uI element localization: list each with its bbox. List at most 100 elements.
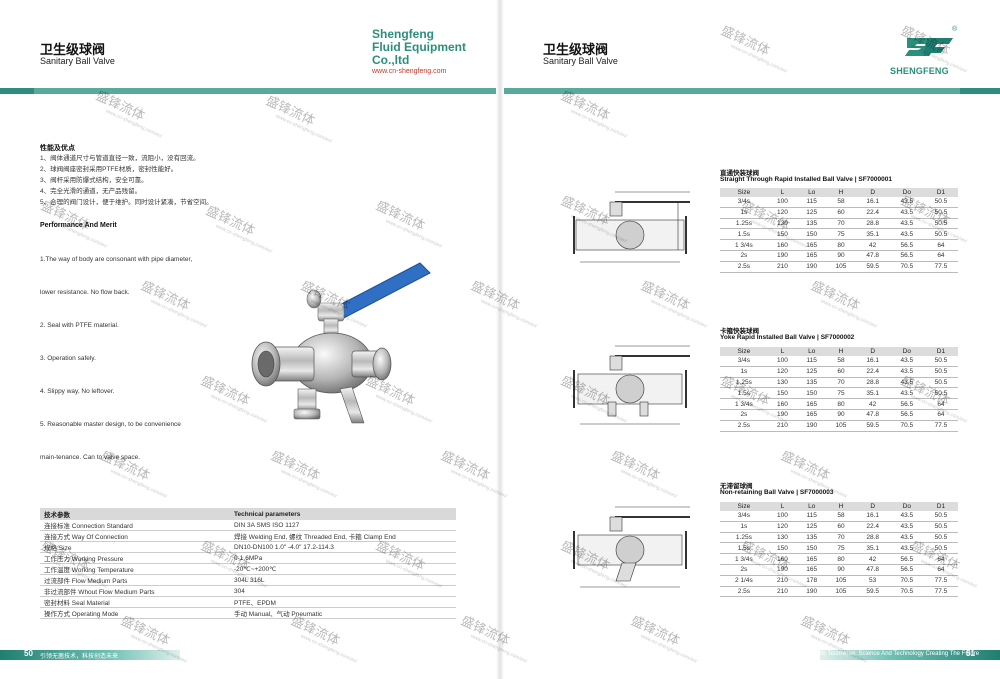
table-cell: 1.5s <box>720 387 768 400</box>
column-header: H <box>826 188 856 197</box>
table-cell: 160 <box>767 553 798 565</box>
spec-value: 304L 316L <box>230 574 456 586</box>
table-cell: 165 <box>797 398 827 410</box>
spec-label: 工作温度 Working Temperature <box>40 563 230 575</box>
column-header: D1 <box>923 188 958 197</box>
table-cell: 1.25s <box>720 377 768 389</box>
table-cell: 59.5 <box>855 261 890 273</box>
list-item: 4、完全光滑的通道，无产品残留。 <box>40 188 142 195</box>
table-cell: 100 <box>767 356 798 367</box>
column-header: Size <box>720 188 768 197</box>
spec-value: 0-1.6MPa <box>230 552 456 564</box>
footer-slogan: Lead The Aseptic Technique, Science And … <box>780 651 980 657</box>
table-cell: 43.5 <box>889 207 924 219</box>
table-cell: 90 <box>826 564 856 576</box>
table-cell: 210 <box>767 575 798 587</box>
table-cell: 165 <box>797 239 827 251</box>
table-cell: 50.5 <box>923 356 958 367</box>
list-item: 3. Operation safely. <box>40 355 96 362</box>
column-header: Size <box>720 502 768 511</box>
footer-bar <box>0 650 180 660</box>
table1-title-cn: 直通快装球阀 <box>720 170 759 177</box>
features-en-heading: Performance And Merit <box>40 222 117 229</box>
table-cell: 3/4s <box>720 511 768 522</box>
list-item: 5、合理的阀门设计，便于维护。同时设计紧凑，节省空间。 <box>40 199 213 206</box>
brand-url: www.cn-shengfeng.com <box>372 68 447 75</box>
brand-line: Fluid Equipment <box>372 40 466 54</box>
brand-name: Shengfeng Fluid Equipment Co.,ltd <box>372 28 466 67</box>
column-header: D <box>855 347 890 356</box>
table-cell: 64 <box>923 409 958 421</box>
table-cell: 190 <box>767 564 798 576</box>
table-cell: 56.5 <box>889 398 924 410</box>
table-cell: 64 <box>923 564 958 576</box>
table-cell: 22.4 <box>855 366 890 378</box>
table-cell: 90 <box>826 250 856 262</box>
table-cell: 80 <box>826 553 856 565</box>
table-cell: 2.5s <box>720 261 768 273</box>
table-cell: 125 <box>797 207 827 219</box>
table-cell: 100 <box>767 511 798 522</box>
table-cell: 165 <box>797 409 827 421</box>
table-cell: 165 <box>797 553 827 565</box>
table-cell: 16.1 <box>855 511 890 522</box>
table-cell: 165 <box>797 564 827 576</box>
table-cell: 56.5 <box>889 239 924 251</box>
table-cell: 115 <box>797 356 827 367</box>
table-cell: 53 <box>855 575 890 587</box>
table-cell: 47.8 <box>855 564 890 576</box>
table-cell: 150 <box>767 228 798 241</box>
table-cell: 1.25s <box>720 218 768 230</box>
features-en-list: 1.The way of body are consonant with pip… <box>40 232 192 485</box>
table-cell: 130 <box>767 532 798 544</box>
table-cell: 2s <box>720 564 768 576</box>
table-cell: 115 <box>797 511 827 522</box>
table-cell: 105 <box>826 261 856 273</box>
table-cell: 2s <box>720 250 768 262</box>
column-header: Lo <box>797 502 827 511</box>
table-cell: 50.5 <box>923 387 958 400</box>
shengfeng-logo-icon <box>905 38 953 56</box>
table-cell: 47.8 <box>855 409 890 421</box>
table-cell: 56.5 <box>889 250 924 262</box>
table-cell: 59.5 <box>855 586 890 598</box>
table-cell: 16.1 <box>855 356 890 367</box>
column-header: D1 <box>923 347 958 356</box>
table-cell: 105 <box>826 575 856 587</box>
ball-valve-photo <box>251 262 431 424</box>
column-header: Do <box>889 188 924 197</box>
table-cell: 160 <box>767 398 798 410</box>
table-cell: 50.5 <box>923 532 958 544</box>
column-header: L <box>767 188 798 197</box>
table-cell: 22.4 <box>855 207 890 219</box>
table-cell: 47.8 <box>855 250 890 262</box>
table-cell: 75 <box>826 542 856 555</box>
column-header: Do <box>889 347 924 356</box>
table-cell: 77.5 <box>923 575 958 587</box>
table-cell: 120 <box>767 366 798 378</box>
table-cell: 130 <box>767 218 798 230</box>
table-cell: 64 <box>923 250 958 262</box>
left-page: 卫生级球阀 Sanitary Ball Valve 性能及优点 1、阀体通道尺寸… <box>0 42 496 660</box>
table-cell: 77.5 <box>923 420 958 432</box>
table-row: 工作温度 Working Temperature-20℃~+200℃ <box>40 563 456 575</box>
table-cell: 150 <box>797 542 827 555</box>
table-cell: 56.5 <box>889 564 924 576</box>
spec-label: 工作压力 Working Pressure <box>40 552 230 564</box>
table-cell: 58 <box>826 511 856 522</box>
table-cell: 58 <box>826 197 856 208</box>
table-cell: 43.5 <box>889 197 924 208</box>
table-cell: 64 <box>923 553 958 565</box>
